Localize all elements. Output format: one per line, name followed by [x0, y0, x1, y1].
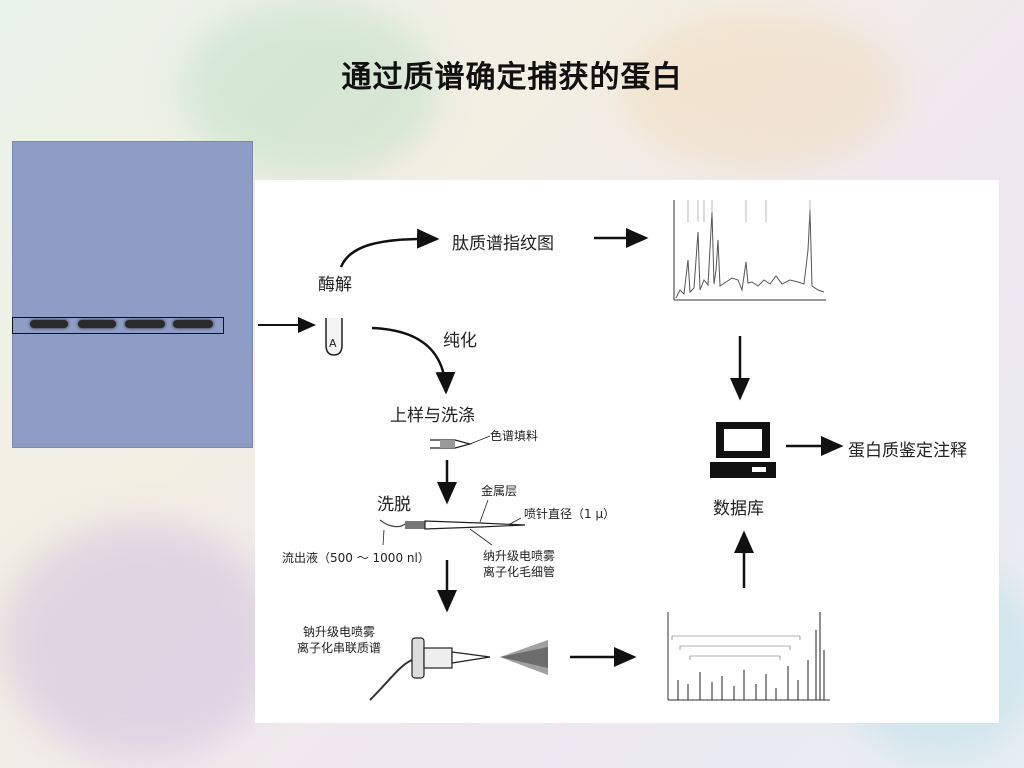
label-metal-layer: 金属层: [481, 484, 518, 498]
gel-band: [30, 320, 68, 328]
test-tube-icon: A: [325, 318, 343, 356]
label-nano-esi-capillary-line1: 纳升级电喷雾: [483, 549, 556, 563]
label-nano-esi-msms-line2: 离子化串联质谱: [297, 641, 382, 655]
msms-spectrum-chart: [655, 605, 833, 705]
workflow-diagram-panel: [255, 180, 999, 723]
gel-band: [78, 320, 116, 328]
gel-image: [12, 141, 253, 448]
label-database: 数据库: [713, 499, 764, 519]
label-nano-esi-msms-line1: 钠升级电喷雾: [303, 625, 376, 639]
label-purification: 纯化: [443, 331, 477, 351]
label-protein-identification: 蛋白质鉴定注释: [848, 441, 967, 461]
background-decoration: [0, 520, 280, 760]
esi-source-icon: [369, 637, 548, 701]
arrow-purification: [371, 326, 456, 395]
slide-title: 通过质谱确定捕获的蛋白: [341, 60, 683, 95]
arrow-enzymolysis: [339, 228, 440, 268]
computer-icon: [710, 422, 776, 478]
gel-band: [173, 320, 213, 328]
label-load-wash: 上样与洗涤: [390, 406, 475, 426]
chromatography-tip-icon: [430, 435, 491, 449]
label-chrom-packing: 色谱填料: [490, 429, 539, 443]
label-nano-esi-capillary-line2: 离子化毛细管: [483, 565, 556, 579]
background-decoration: [620, 10, 900, 170]
label-enzymolysis: 酶解: [318, 275, 352, 295]
elution-capillary-icon: [379, 499, 526, 546]
svg-text:A: A: [329, 337, 337, 350]
label-nozzle-diameter: 喷针直径（1 μ）: [524, 507, 616, 521]
gel-band-highlight-box: [12, 317, 224, 334]
label-pmf: 肽质谱指纹图: [452, 234, 554, 254]
label-elution: 洗脱: [377, 495, 411, 515]
gel-band: [125, 320, 165, 328]
pmf-spectrum-chart: [660, 195, 826, 303]
label-effluent: 流出液（500 ～ 1000 nl）: [282, 551, 430, 565]
